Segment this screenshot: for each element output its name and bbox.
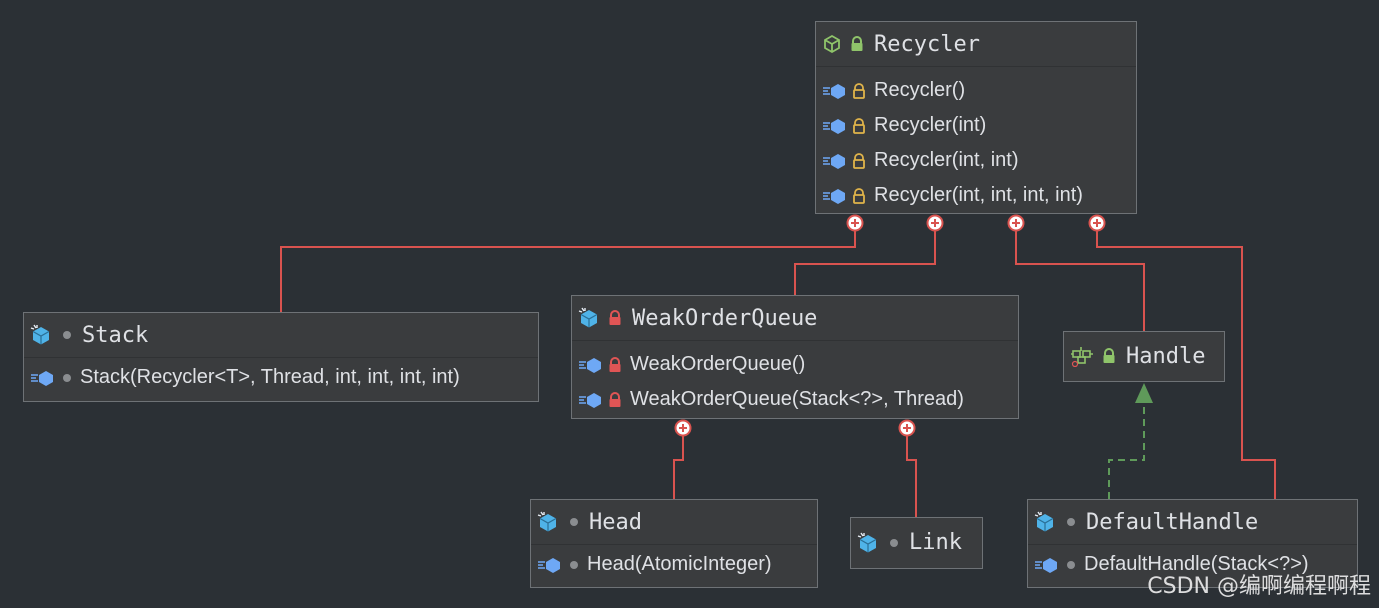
method-icon [537, 556, 563, 574]
private-lock-icon [608, 391, 622, 408]
class-box-recycler[interactable]: Recycler Recycler() Recycler(int) Recycl… [815, 21, 1137, 214]
private-lock-icon [608, 356, 622, 373]
class-header: Head [531, 500, 817, 545]
constructor-signature: Recycler(int, int) [874, 149, 1019, 171]
method-icon [822, 152, 848, 170]
constructor-signature: Recycler(int) [874, 114, 987, 136]
class-header: DefaultHandle [1028, 500, 1357, 545]
constructor-row[interactable]: DefaultHandle(Stack<?>) [1028, 547, 1357, 582]
connector-defaulthandle-implements-handle [1108, 383, 1153, 499]
package-private-dot-icon [62, 373, 72, 383]
package-private-dot-icon [569, 560, 579, 570]
circle-plus-icon [1088, 214, 1106, 232]
circle-plus-icon [898, 419, 916, 437]
circle-plus-icon [846, 214, 864, 232]
class-name: Stack [82, 322, 149, 348]
package-private-dot-icon [1066, 517, 1076, 527]
lock-icon [852, 187, 866, 204]
class-name: Recycler [874, 31, 980, 57]
inner-class-icon [1034, 511, 1056, 533]
method-icon [822, 117, 848, 135]
constructor-signature: WeakOrderQueue(Stack<?>, Thread) [630, 388, 964, 410]
constructor-row[interactable]: Recycler(int, int, int, int) [816, 178, 1136, 213]
constructor-row[interactable]: Recycler(int) [816, 108, 1136, 143]
method-icon [822, 187, 848, 205]
class-name: WeakOrderQueue [632, 305, 818, 331]
class-box-handle[interactable]: Handle [1063, 331, 1225, 382]
inner-class-icon [857, 532, 879, 554]
constructor-signature: Recycler(int, int, int, int) [874, 184, 1083, 206]
constructor-signature: WeakOrderQueue() [630, 353, 806, 375]
method-icon [30, 369, 56, 387]
class-header: WeakOrderQueue [572, 296, 1018, 341]
constructor-row[interactable]: Head(AtomicInteger) [531, 547, 817, 582]
lock-icon [852, 152, 866, 169]
connector-weakorderqueue-head [673, 436, 684, 499]
class-header: Stack [24, 313, 538, 358]
lock-icon [850, 36, 864, 52]
method-icon [1034, 556, 1060, 574]
class-header: Recycler [816, 22, 1136, 67]
connector-recycler-weakorderqueue [794, 231, 936, 295]
class-box-weakorderqueue[interactable]: WeakOrderQueue WeakOrderQueue() WeakOrde… [571, 295, 1019, 419]
class-box-head[interactable]: Head Head(AtomicInteger) [530, 499, 818, 588]
class-box-stack[interactable]: Stack Stack(Recycler<T>, Thread, int, in… [23, 312, 539, 402]
inner-class-icon [30, 324, 52, 346]
circle-plus-icon [674, 419, 692, 437]
method-icon [578, 391, 604, 409]
connector-weakorderqueue-link [906, 436, 917, 517]
constructor-row[interactable]: WeakOrderQueue(Stack<?>, Thread) [572, 382, 1018, 417]
package-private-dot-icon [569, 517, 579, 527]
connector-recycler-handle [1015, 231, 1145, 331]
constructor-signature: Head(AtomicInteger) [587, 553, 772, 575]
class-name: Link [909, 530, 962, 555]
constructor-signature: DefaultHandle(Stack<?>) [1084, 553, 1309, 575]
watermark: CSDN @编啊编程啊程 [1147, 574, 1371, 599]
constructor-signature: Stack(Recycler<T>, Thread, int, int, int… [80, 366, 460, 388]
circle-plus-icon [926, 214, 944, 232]
inner-class-markers [674, 214, 1106, 437]
class-header: Link [851, 518, 982, 567]
constructor-signature: Recycler() [874, 79, 966, 101]
package-private-dot-icon [1066, 560, 1076, 570]
constructor-row[interactable]: WeakOrderQueue() [572, 347, 1018, 382]
lock-icon [852, 117, 866, 134]
connector-recycler-stack [280, 231, 856, 312]
class-box-link[interactable]: Link [850, 517, 983, 569]
method-icon [822, 82, 848, 100]
package-private-dot-icon [889, 538, 899, 548]
inner-class-icon [537, 511, 559, 533]
class-box-defaulthandle[interactable]: DefaultHandle DefaultHandle(Stack<?>) [1027, 499, 1358, 588]
abstract-class-icon [822, 34, 842, 54]
lock-icon [1102, 348, 1116, 364]
package-private-dot-icon [62, 330, 72, 340]
class-name: Head [589, 509, 642, 535]
connector-recycler-defaulthandle [1096, 231, 1276, 499]
constructor-row[interactable]: Recycler() [816, 73, 1136, 108]
inner-class-icon [578, 307, 600, 329]
lock-icon [852, 82, 866, 99]
method-icon [578, 356, 604, 374]
class-name: DefaultHandle [1086, 509, 1259, 535]
class-name: Handle [1126, 343, 1206, 369]
constructor-row[interactable]: Recycler(int, int) [816, 143, 1136, 178]
interface-icon [1070, 345, 1094, 367]
private-lock-icon [608, 310, 622, 326]
circle-plus-icon [1007, 214, 1025, 232]
constructor-row[interactable]: Stack(Recycler<T>, Thread, int, int, int… [24, 360, 538, 395]
class-header: Handle [1064, 332, 1224, 380]
